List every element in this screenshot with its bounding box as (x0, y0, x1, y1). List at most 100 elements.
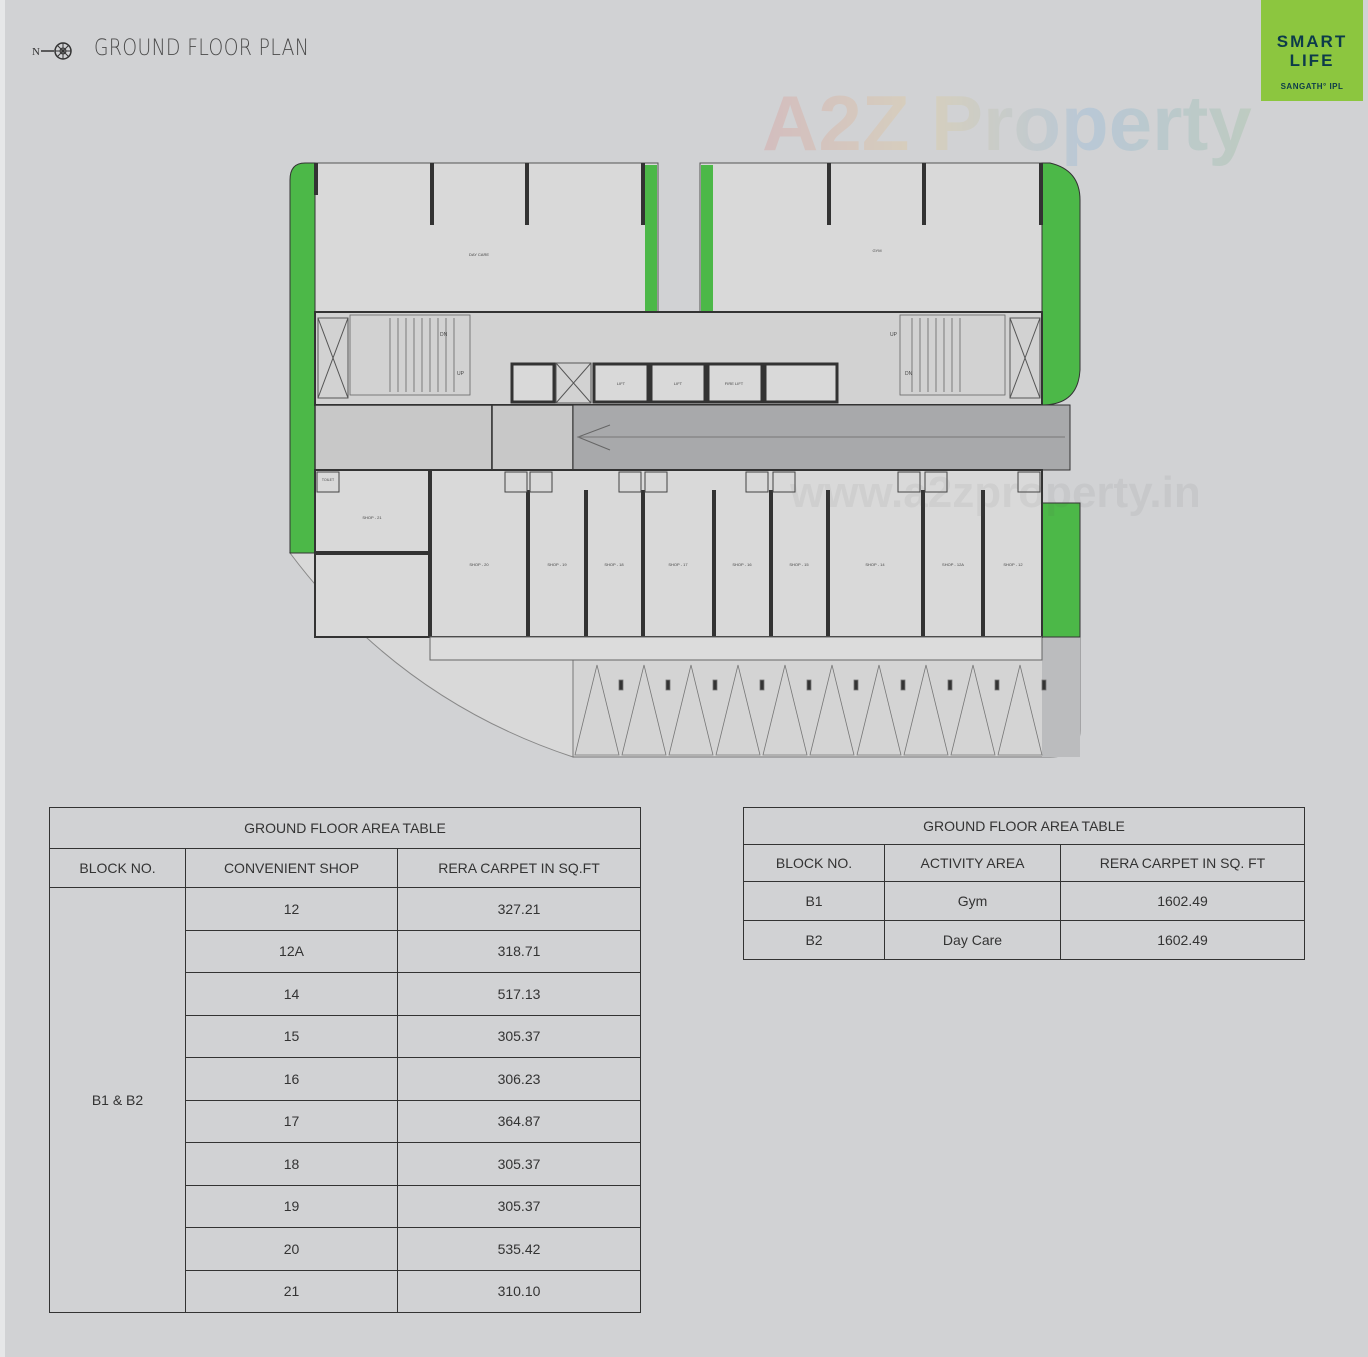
area-cell: 305.37 (397, 1184, 641, 1228)
day-care-room (314, 162, 659, 314)
toilets (316, 471, 1041, 493)
fire-lift-label: FIRE LIFT (725, 381, 744, 386)
shop-walls (315, 470, 985, 637)
dn-label: DN (905, 371, 913, 377)
column (806, 679, 812, 691)
area-cell: 535.42 (397, 1227, 641, 1271)
shop-label: SHOP - 16 (732, 562, 752, 567)
column (853, 679, 859, 691)
parking-bay (856, 664, 902, 756)
area-cell: 364.87 (397, 1099, 641, 1143)
shop-label: SHOP - 12 (1003, 562, 1023, 567)
activity-cell: Day Care (884, 920, 1061, 960)
lifts (510, 362, 839, 404)
logo-line3: SANGATH° IPL (1280, 82, 1344, 91)
shop-label: SHOP - 21 (362, 515, 382, 520)
gym-room (699, 162, 1043, 314)
column (665, 679, 671, 691)
shop-labels: SHOP - 21 SHOP - 20 SHOP - 19 SHOP - 18 … (362, 515, 1023, 567)
top-columns (314, 163, 1043, 225)
parking-bay (997, 664, 1043, 756)
area-cell: 305.37 (397, 1014, 641, 1058)
block-cell: B1 (743, 881, 885, 921)
area-cell: 310.10 (397, 1269, 641, 1313)
area-cell: 517.13 (397, 972, 641, 1016)
column-header: RERA CARPET IN SQ.FT (397, 848, 641, 888)
parking-bay (950, 664, 996, 756)
day-care-label: DAY CARE (469, 252, 489, 257)
parking-bay (574, 664, 620, 756)
shop-label: SHOP - 15 (789, 562, 809, 567)
shop-cell: 19 (185, 1184, 398, 1228)
shop-label: SHOP - 14 (865, 562, 885, 567)
parking-bay (715, 664, 761, 756)
parking-edge (1042, 637, 1080, 757)
floor-plan: LIFT LIFT FIRE LIFT DN UP UP DN TOILET S… (289, 162, 1081, 758)
shop-cell: 20 (185, 1227, 398, 1271)
column (759, 679, 765, 691)
shop-cell: 15 (185, 1014, 398, 1058)
table-row: B2 Day Care 1602.49 (743, 920, 1305, 960)
gym-label: GYM (872, 248, 881, 253)
column (994, 679, 1000, 691)
shop-cell: 12 (185, 887, 398, 931)
green-landscape-left (289, 162, 316, 554)
table-title: GROUND FLOOR AREA TABLE (743, 807, 1305, 845)
area-cell: 1602.49 (1060, 881, 1305, 921)
parking-bay (903, 664, 949, 756)
shop-cell: 16 (185, 1057, 398, 1101)
shop-label: SHOP - 18 (604, 562, 624, 567)
watermark: A2Z Property (762, 79, 1252, 167)
shop-label: SHOP - 12A (942, 562, 964, 567)
page-edge (0, 0, 5, 1357)
block-cell: B1 & B2 (49, 887, 186, 1313)
green-strip (645, 165, 657, 311)
column (947, 679, 953, 691)
activity-cell: Gym (884, 881, 1061, 921)
staircase-left (349, 314, 471, 396)
shop-label: SHOP - 20 (469, 562, 489, 567)
lift-label: LIFT (674, 381, 683, 386)
column (900, 679, 906, 691)
shop-cell: 17 (185, 1099, 398, 1143)
parking-bays (574, 664, 1047, 756)
column-header: BLOCK NO. (49, 848, 186, 888)
shop-cell: 14 (185, 972, 398, 1016)
shop-label: SHOP - 19 (547, 562, 567, 567)
smart-life-logo: SMART LIFE SANGATH° IPL (1261, 0, 1363, 101)
lift-label: LIFT (617, 381, 626, 386)
shafts (317, 317, 1041, 404)
parking-bay (809, 664, 855, 756)
watermark-url: www.a2zproperty.in (790, 468, 1201, 517)
activity-area-table: GROUND FLOOR AREA TABLE BLOCK NO. ACTIVI… (743, 807, 1305, 960)
column-header: RERA CARPET IN SQ. FT (1060, 844, 1305, 882)
compass-rose-icon: N (32, 42, 72, 60)
column-header: CONVENIENT SHOP (185, 848, 398, 888)
shop-area-table: GROUND FLOOR AREA TABLE BLOCK NO. CONVEN… (49, 807, 641, 1313)
up-label: UP (457, 371, 465, 377)
core-lobby (314, 311, 1043, 406)
area-cell: 318.71 (397, 929, 641, 973)
green-strip (701, 165, 713, 311)
up-label: UP (890, 332, 898, 338)
table-title: GROUND FLOOR AREA TABLE (49, 807, 641, 849)
shop-cell: 18 (185, 1142, 398, 1186)
column (618, 679, 624, 691)
area-cell: 327.21 (397, 887, 641, 931)
parking-bay (621, 664, 667, 756)
block-cell: B2 (743, 920, 885, 960)
parking-bay (668, 664, 714, 756)
area-cell: 1602.49 (1060, 920, 1305, 960)
dn-label: DN (440, 332, 448, 338)
column-header: ACTIVITY AREA (884, 844, 1061, 882)
shop-label: SHOP - 17 (668, 562, 688, 567)
column (712, 679, 718, 691)
